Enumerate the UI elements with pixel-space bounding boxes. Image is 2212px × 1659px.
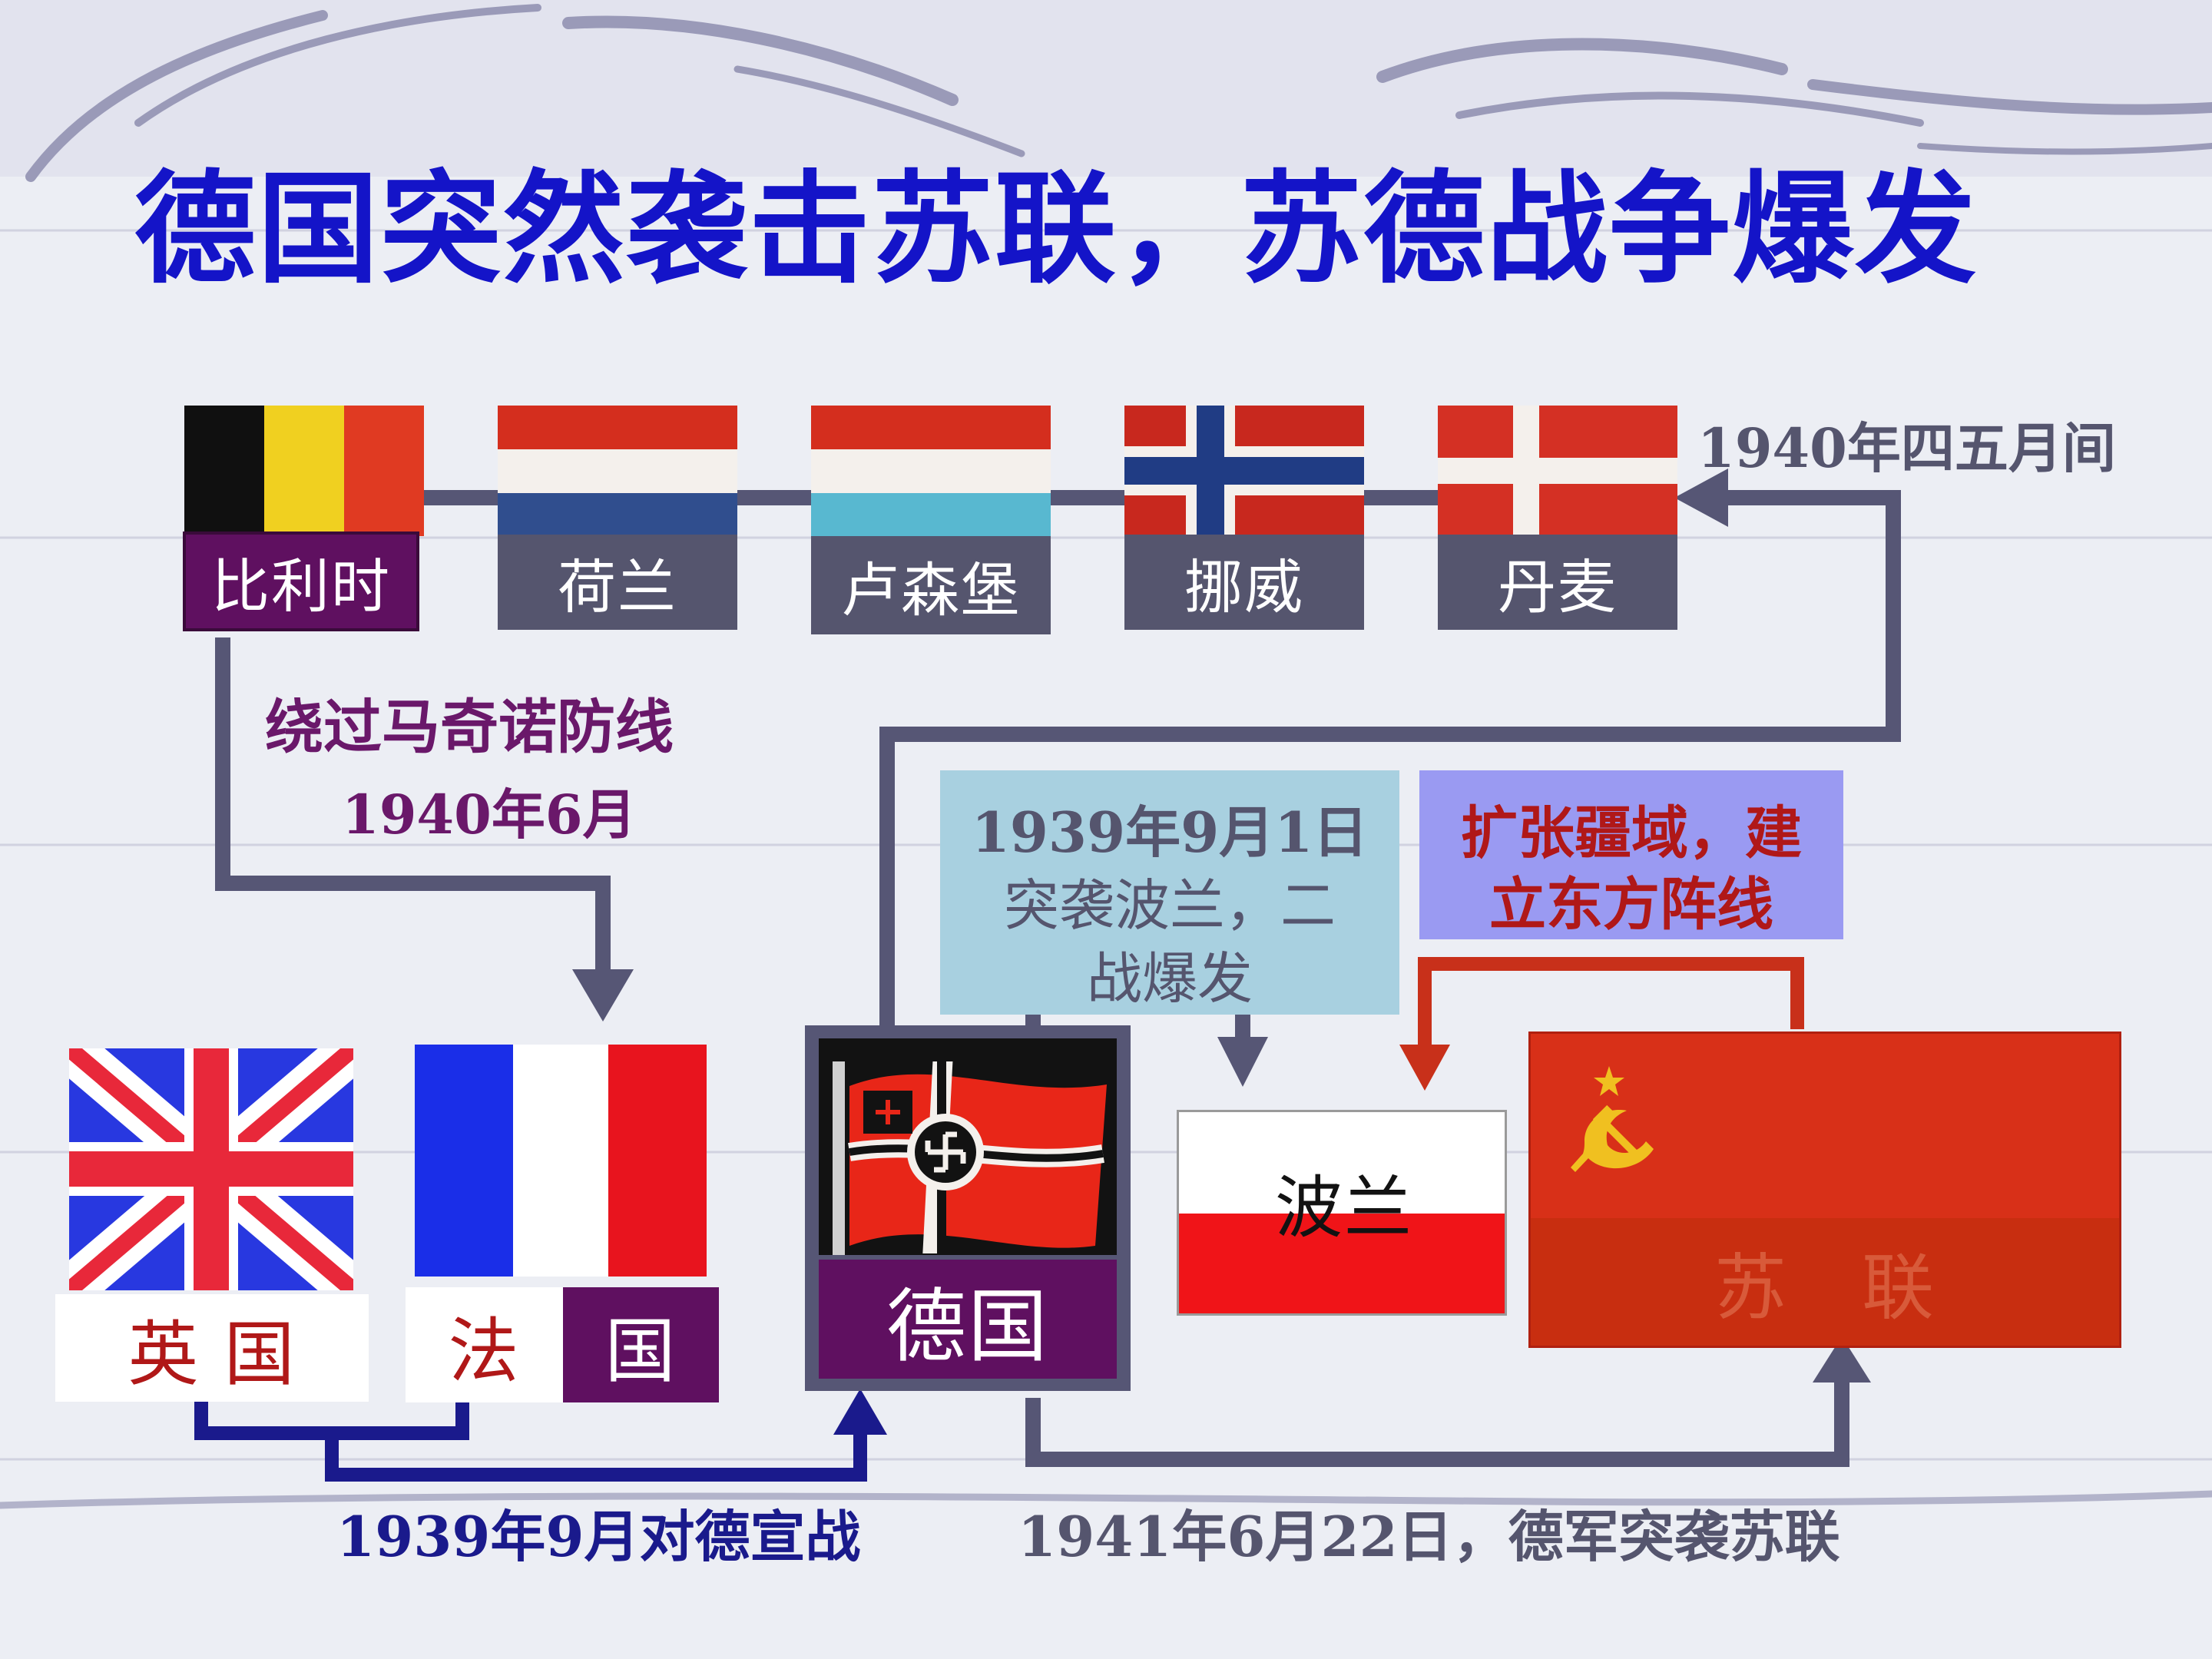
denmark-label: 丹麦: [1438, 535, 1677, 630]
poland-attack-note-line1: 1939年9月1日: [971, 800, 1369, 865]
britain-label: 英 国: [55, 1294, 369, 1402]
poland-label: 波兰: [1274, 1167, 1413, 1247]
denmark-flag-icon: [1438, 406, 1677, 536]
ussr-label: 苏 联: [1531, 1218, 2119, 1346]
britain-flag-icon: [69, 1048, 353, 1290]
ussr-expansion-note-box: [1419, 770, 1843, 939]
poland-attack-note-line2: 突袭波兰，二: [1003, 873, 1336, 938]
germany-flag-icon: [819, 1038, 1117, 1255]
note-maginot-line: 绕过马奇诺防线: [265, 693, 674, 761]
norway-flag-icon: [1124, 406, 1364, 536]
poland-attack-note-box: [940, 770, 1399, 1015]
ussr-expansion-note-line2: 立东方阵线: [1489, 872, 1773, 938]
hammer-sickle-icon: [1531, 1034, 2119, 1218]
poland-attack-note-line3: 战爆发: [1086, 946, 1253, 1011]
belgium-label: 比利时: [183, 531, 419, 631]
ussr-expansion-note-line1: 扩张疆域，建: [1461, 800, 1802, 866]
netherlands-flag-icon: [498, 406, 737, 536]
note-barbarossa: 1941年6月22日，德军突袭苏联: [1018, 1504, 1840, 1569]
germany-label: 德国: [819, 1260, 1117, 1379]
france-label-part2: 国: [563, 1287, 719, 1402]
luxembourg-flag-icon: [811, 406, 1051, 536]
note-declare-war: 1939年9月对德宣战: [336, 1504, 861, 1569]
france-flag-icon: [415, 1045, 707, 1277]
netherlands-label: 荷兰: [498, 535, 737, 630]
norway-label: 挪威: [1124, 535, 1364, 630]
france-label-part1: 法: [406, 1287, 563, 1402]
page-title: 德国突然袭击苏联，苏德战争爆发: [134, 159, 1978, 300]
poland-flag-icon: [1177, 1110, 1507, 1316]
luxembourg-label: 卢森堡: [811, 536, 1051, 634]
note-june-1940: 1940年6月: [342, 783, 637, 846]
note-spring-1940: 1940年四五月间: [1697, 416, 2116, 480]
belgium-flag-icon: [184, 406, 424, 536]
